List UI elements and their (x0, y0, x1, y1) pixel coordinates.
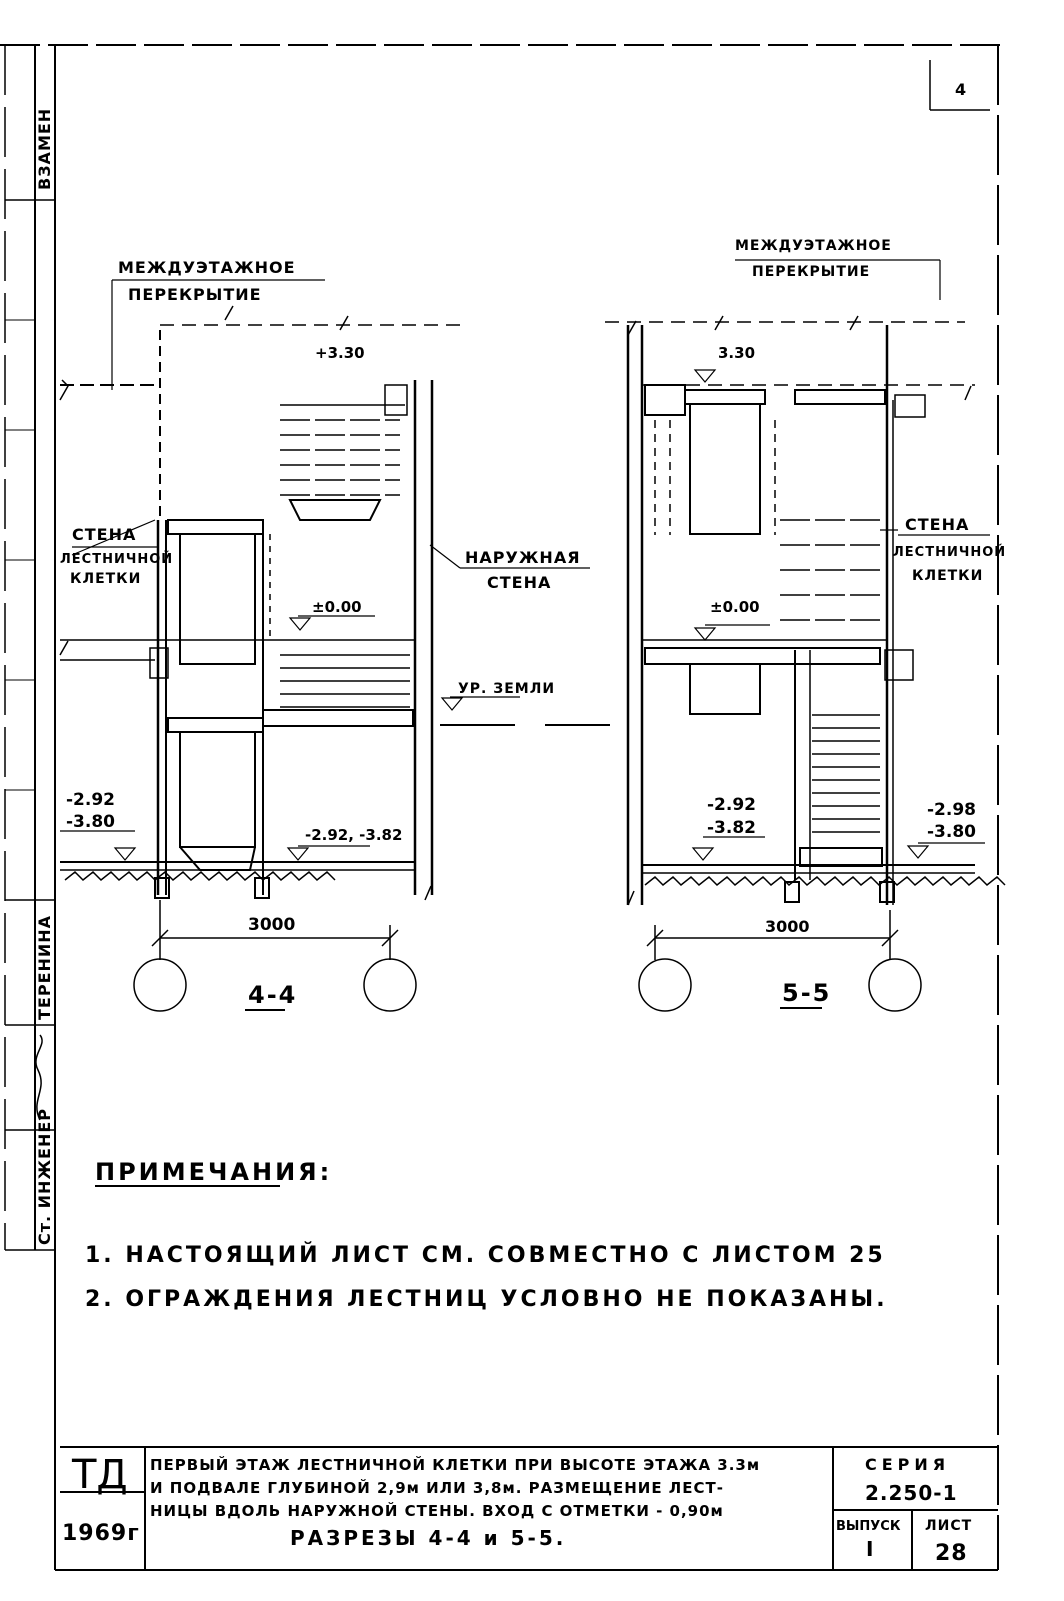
label-5-5-stair-wall-line2: ЛЕСТНИЧНОЙ (893, 544, 1006, 560)
title-block-desc-line2: И ПОДВАЛЕ ГЛУБИНОЙ 2,9м ИЛИ 3,8м. РАЗМЕЩ… (150, 1478, 724, 1497)
title-block-subtitle: РАЗРЕЗЫ 4-4 и 5-5. (290, 1526, 566, 1550)
stamp-surname: ТЕРЕНИНА (35, 915, 54, 1020)
corner-mark: 4 (955, 80, 967, 99)
title-block-series-label: СЕРИЯ (865, 1455, 950, 1474)
label-4-4-ground: УР. ЗЕМЛИ (458, 681, 555, 697)
title-block-year: 1969г (62, 1521, 140, 1546)
title-block-desc-line1: ПЕРВЫЙ ЭТАЖ ЛЕСТНИЧНОЙ КЛЕТКИ ПРИ ВЫСОТЕ… (150, 1455, 760, 1474)
section-5-5-geometry (605, 259, 1006, 1012)
label-4-4-floor-line2: ПЕРЕКРЫТИЕ (128, 285, 262, 304)
section-4-4-labels: МЕЖДУЭТАЖНОЕ ПЕРЕКРЫТИЕ СТЕНА ЛЕСТНИЧНОЙ… (60, 258, 581, 1009)
level-5-5-zero: ±0.00 (710, 598, 760, 616)
stamp-signature (35, 1034, 43, 1121)
label-5-5-stair-wall-line1: СТЕНА (905, 515, 969, 534)
note-item-2: 2. ОГРАЖДЕНИЯ ЛЕСТНИЦ УСЛОВНО НЕ ПОКАЗАН… (85, 1287, 888, 1312)
level-4-4-top: +3.30 (315, 344, 365, 362)
section-5-5-labels: МЕЖДУЭТАЖНОЕ ПЕРЕКРЫТИЕ СТЕНА ЛЕСТНИЧНОЙ… (707, 238, 1006, 1007)
title-block-series-value: 2.250-1 (865, 1481, 957, 1505)
dim-4-4-span: 3000 (248, 915, 295, 935)
label-4-4-floor-line1: МЕЖДУЭТАЖНОЕ (118, 258, 296, 277)
title-block-sheet-label: ЛИСТ (925, 1518, 972, 1534)
label-5-5-floor-line1: МЕЖДУЭТАЖНОЕ (735, 238, 892, 254)
title-block-issue-label: ВЫПУСК (836, 1519, 901, 1534)
level-5-5-mid-2: -3.82 (707, 818, 756, 838)
label-4-4-stair-wall-line2: ЛЕСТНИЧНОЙ (60, 551, 173, 567)
level-4-4-left-1: -2.92 (66, 790, 115, 810)
stamp-vzamen: ВЗАМЕН (35, 108, 54, 190)
level-4-4-zero: ±0.00 (312, 598, 362, 616)
sheet-frame (0, 44, 1000, 1571)
title-block-desc-line3: НИЦЫ ВДОЛЬ НАРУЖНОЙ СТЕНЫ. ВХОД С ОТМЕТК… (150, 1501, 724, 1520)
title-block-issue-value: I (866, 1537, 874, 1561)
title-block-frame (60, 1446, 998, 1570)
level-5-5-right-2: -3.80 (927, 822, 976, 842)
level-5-5-top: 3.30 (718, 344, 755, 362)
dim-5-5-span: 3000 (765, 917, 810, 936)
level-5-5-right-1: -2.98 (927, 800, 976, 820)
stamp-role: Ст. ИНЖЕНЕР (35, 1108, 54, 1245)
notes-block: ПРИМЕЧАНИЯ: 1. НАСТОЯЩИЙ ЛИСТ СМ. СОВМЕС… (85, 1158, 888, 1312)
title-block-org: ТД (71, 1452, 128, 1498)
section-4-4-geometry (59, 279, 610, 1012)
notes-heading: ПРИМЕЧАНИЯ: (95, 1158, 332, 1186)
section-4-4-title: 4-4 (248, 981, 297, 1009)
level-4-4-left-2: -3.80 (66, 812, 115, 832)
label-4-4-outer-wall-line1: НАРУЖНАЯ (465, 548, 581, 567)
label-4-4-stair-wall-line1: СТЕНА (72, 525, 136, 544)
label-4-4-stair-wall-line3: КЛЕТКИ (70, 571, 141, 587)
level-4-4-inner: -2.92, -3.82 (305, 826, 402, 844)
level-5-5-mid-1: -2.92 (707, 795, 756, 815)
title-block-sheet-value: 28 (935, 1541, 968, 1566)
label-5-5-stair-wall-line3: КЛЕТКИ (912, 568, 983, 584)
label-5-5-floor-line2: ПЕРЕКРЫТИЕ (752, 264, 870, 280)
note-item-1: 1. НАСТОЯЩИЙ ЛИСТ СМ. СОВМЕСТНО С ЛИСТОМ… (85, 1242, 886, 1268)
label-4-4-outer-wall-line2: СТЕНА (487, 573, 551, 592)
section-5-5-title: 5-5 (782, 979, 831, 1007)
title-block: ТД 1969г ПЕРВЫЙ ЭТАЖ ЛЕСТНИЧНОЙ КЛЕТКИ П… (62, 1452, 972, 1566)
